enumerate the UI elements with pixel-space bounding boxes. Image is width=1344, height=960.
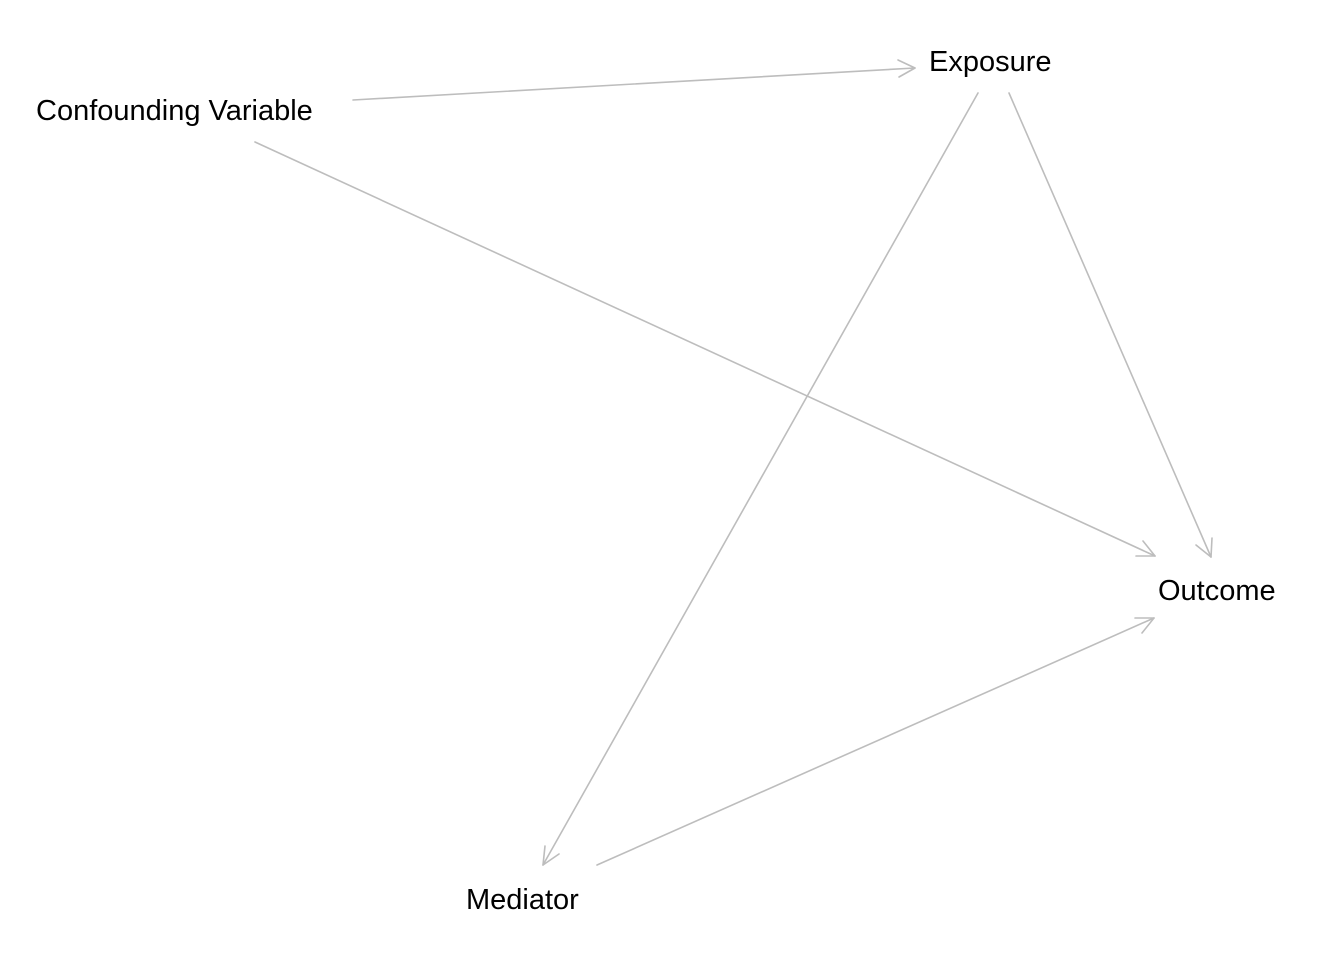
edge-exposure-outcome — [1008, 92, 1213, 558]
node-label-mediator: Mediator — [466, 884, 579, 916]
node-label-confounder: Confounding Variable — [36, 95, 313, 127]
node-label-outcome: Outcome — [1158, 575, 1276, 607]
edge-confounder-outcome — [254, 141, 1156, 557]
edge-mediator-outcome — [596, 617, 1155, 866]
edge-exposure-mediator — [542, 92, 979, 866]
edge-confounder-exposure — [352, 59, 916, 101]
node-label-exposure: Exposure — [929, 46, 1052, 78]
